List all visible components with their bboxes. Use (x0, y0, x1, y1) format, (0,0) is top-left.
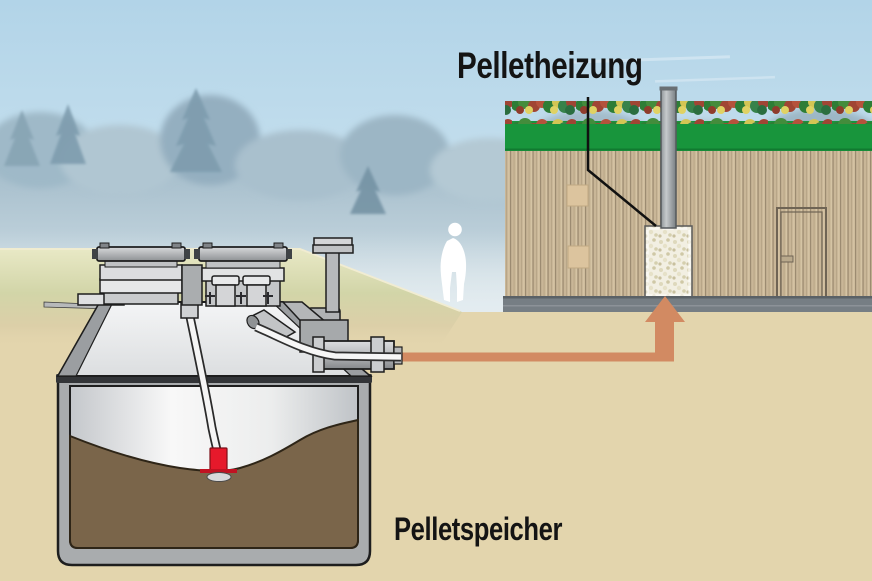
facade-panel (567, 245, 590, 269)
wood-pellets (69, 418, 359, 549)
manhole-cover (198, 246, 288, 262)
pellet-boiler (644, 225, 693, 299)
manhole-connector (181, 264, 203, 306)
person-silhouette (440, 222, 467, 302)
manhole-right (194, 242, 292, 307)
facade-panel (566, 184, 589, 207)
pelletspeicher-label: Pelletspeicher (394, 511, 562, 547)
underground-pellet-tank (43, 237, 403, 567)
pelletheizung-label: Pelletheizung (457, 45, 643, 86)
chimney (659, 86, 678, 229)
fill-coupling (242, 275, 271, 307)
building-base (503, 296, 872, 312)
manhole-cover (96, 246, 186, 262)
door (776, 207, 827, 302)
green-roof-band (505, 121, 872, 151)
roof-vegetation (505, 101, 872, 124)
pelletheizung-leader-line (586, 97, 657, 227)
door-handle (780, 255, 794, 263)
clamp-handles (205, 292, 273, 304)
transport-pipe (246, 301, 403, 373)
manhole-left (92, 242, 190, 305)
cloud-streak (655, 75, 776, 83)
conifer-trees (4, 88, 386, 214)
roof-edge (505, 148, 872, 151)
suction-hose (186, 311, 220, 451)
cloud-streak (569, 55, 730, 64)
fill-coupling (211, 275, 240, 307)
transport-direction-arrow (402, 296, 685, 362)
red-suction-nozzle (200, 447, 237, 482)
wooden-building (503, 86, 872, 312)
